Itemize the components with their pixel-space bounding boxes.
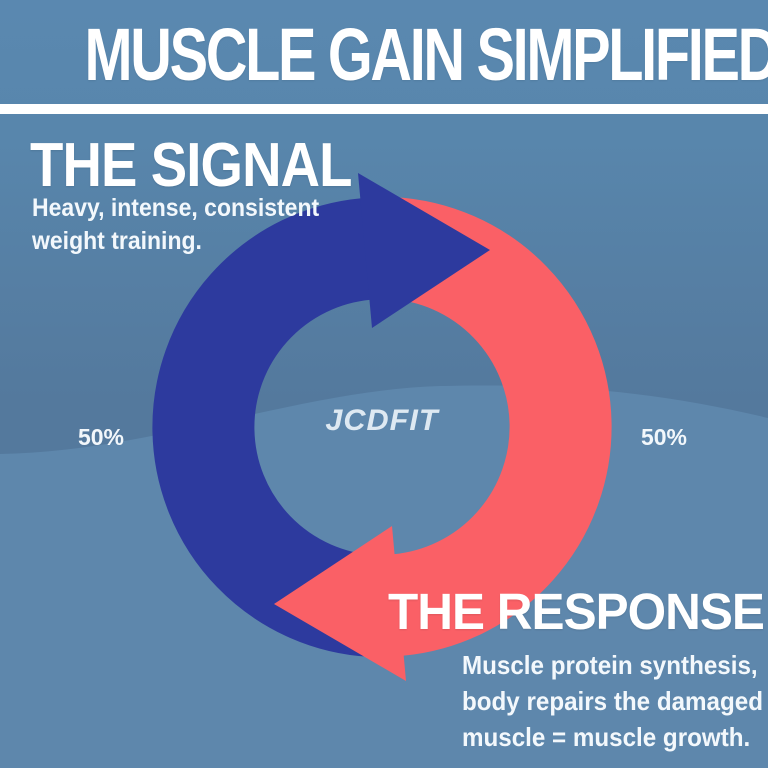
response-arrow xyxy=(274,197,612,681)
response-description-line1: Muscle protein synthesis, xyxy=(462,650,758,680)
response-description-line2: body repairs the damaged xyxy=(462,686,764,716)
response-arrow-arc xyxy=(387,197,612,656)
signal-description: Heavy, intense, consistent weight traini… xyxy=(32,192,319,258)
signal-description-line2: weight training. xyxy=(32,227,202,255)
header-divider xyxy=(0,104,768,114)
response-heading: THE RESPONSE xyxy=(388,583,765,640)
page-title: MUSCLE GAIN SIMPLIFIED xyxy=(84,13,768,96)
signal-arrow-arc xyxy=(152,198,377,657)
right-percent-label: 50% xyxy=(640,424,688,450)
signal-heading: THE SIGNAL xyxy=(30,131,352,200)
response-description-line3: muscle = muscle growth. xyxy=(462,722,751,752)
response-description: Muscle protein synthesis, body repairs t… xyxy=(462,647,763,755)
signal-description-line1: Heavy, intense, consistent xyxy=(32,194,320,222)
response-arrowhead-icon xyxy=(274,526,406,681)
jcdfit-logo: JCDFIT xyxy=(325,404,439,437)
signal-arrowhead-icon xyxy=(358,173,490,328)
left-percent-label: 50% xyxy=(77,424,125,450)
